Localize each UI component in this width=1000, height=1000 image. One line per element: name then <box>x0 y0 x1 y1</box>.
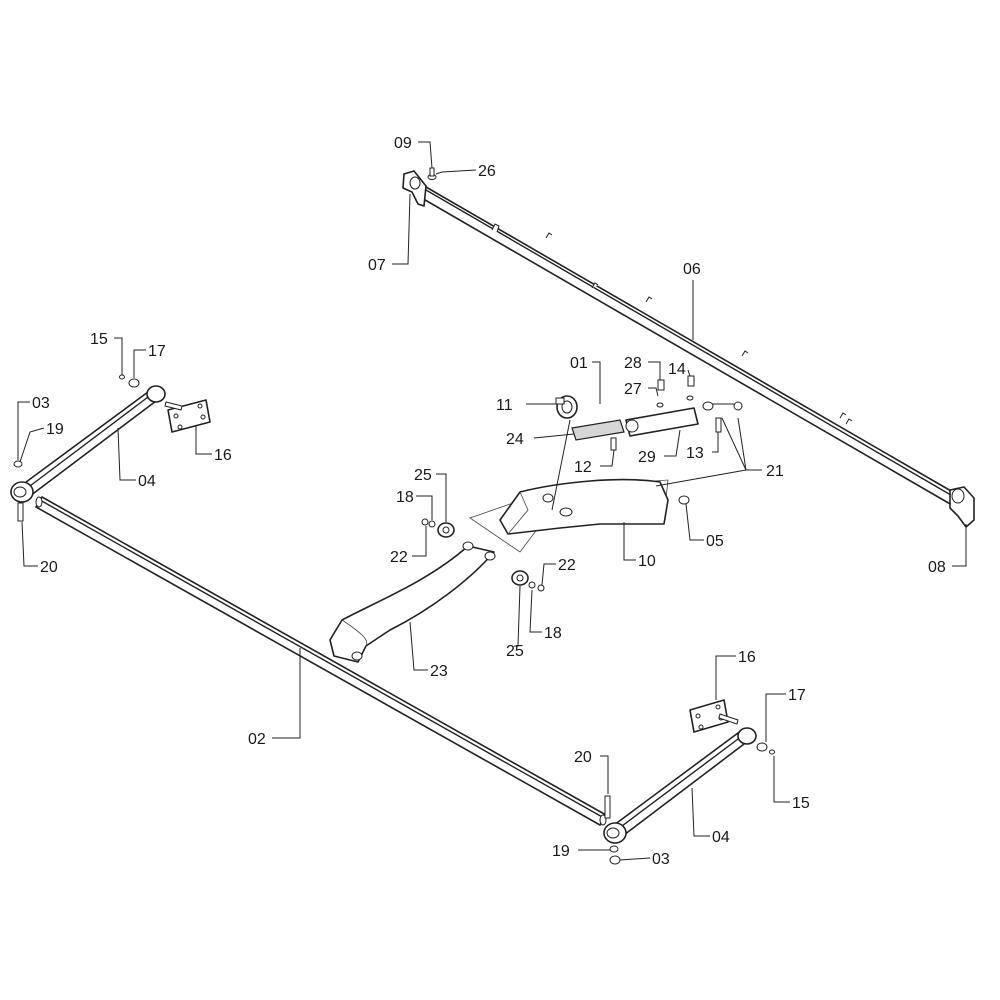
fitting-14 <box>686 375 695 401</box>
label-04-right: 04 <box>712 829 730 846</box>
label-18-upper: 18 <box>396 489 414 506</box>
end-bracket-08 <box>949 486 975 528</box>
label-15-left: 15 <box>90 331 108 348</box>
leader-lines <box>17 141 967 861</box>
gear-11 <box>555 395 578 419</box>
bolt-18-lower <box>528 581 545 592</box>
label-18-lower: 18 <box>544 625 562 642</box>
label-24: 24 <box>506 431 524 448</box>
nut-05 <box>678 495 690 505</box>
nut-17-right <box>756 742 775 755</box>
label-25-upper: 25 <box>414 467 432 484</box>
rod-02 <box>35 496 607 826</box>
plate-16-right <box>689 699 739 733</box>
part-labels: 09 26 07 06 08 15 17 16 03 19 04 20 02 1… <box>32 135 946 868</box>
housing-29 <box>625 407 699 437</box>
label-14: 14 <box>668 361 686 378</box>
label-02: 02 <box>248 731 266 748</box>
label-05: 05 <box>706 533 724 550</box>
end-bracket-07 <box>402 170 427 207</box>
bushing-25-lower <box>511 570 529 586</box>
arm-04-right <box>603 727 757 844</box>
joint-21 <box>702 401 743 411</box>
label-04-left: 04 <box>138 473 156 490</box>
bolt-20-left <box>17 502 24 522</box>
label-25-lower: 25 <box>506 643 524 660</box>
label-08: 08 <box>928 559 946 576</box>
label-19-right: 19 <box>552 843 570 860</box>
bracket-10 <box>469 478 669 553</box>
label-26: 26 <box>478 163 496 180</box>
label-27: 27 <box>624 381 642 398</box>
label-13: 13 <box>686 445 704 462</box>
label-15-right: 15 <box>792 795 810 812</box>
label-22-upper: 22 <box>390 549 408 566</box>
link-arm-23 <box>329 541 496 663</box>
label-29: 29 <box>638 449 656 466</box>
label-03-left: 03 <box>32 395 50 412</box>
label-12: 12 <box>574 459 592 476</box>
label-21: 21 <box>766 463 784 480</box>
plate-16-left <box>164 399 211 433</box>
screw-09 <box>427 167 437 180</box>
label-01: 01 <box>570 355 588 372</box>
label-23: 23 <box>430 663 448 680</box>
label-20-right: 20 <box>574 749 592 766</box>
label-10: 10 <box>638 553 656 570</box>
fitting-28 <box>656 379 665 408</box>
label-19-left: 19 <box>46 421 64 438</box>
label-20-left: 20 <box>40 559 58 576</box>
label-28: 28 <box>624 355 642 372</box>
arm-04-left <box>10 385 166 503</box>
label-03-right: 03 <box>652 851 670 868</box>
label-22-lower: 22 <box>558 557 576 574</box>
label-07: 07 <box>368 257 386 274</box>
bolt-18-upper <box>421 518 436 528</box>
pin-13 <box>715 417 722 433</box>
pin-12 <box>610 437 617 451</box>
label-09: 09 <box>394 135 412 152</box>
washer-19-right <box>609 845 621 865</box>
rack-24 <box>571 419 625 441</box>
label-06: 06 <box>683 261 701 278</box>
bushing-25-upper <box>437 522 455 538</box>
label-11: 11 <box>496 397 513 414</box>
bolt-20-right <box>604 795 611 819</box>
washer-19-left <box>13 460 23 468</box>
label-16-left: 16 <box>214 447 232 464</box>
label-16-right: 16 <box>738 649 756 666</box>
label-17-right: 17 <box>788 687 806 704</box>
nut-17-left <box>119 374 140 388</box>
label-17-left: 17 <box>148 343 166 360</box>
